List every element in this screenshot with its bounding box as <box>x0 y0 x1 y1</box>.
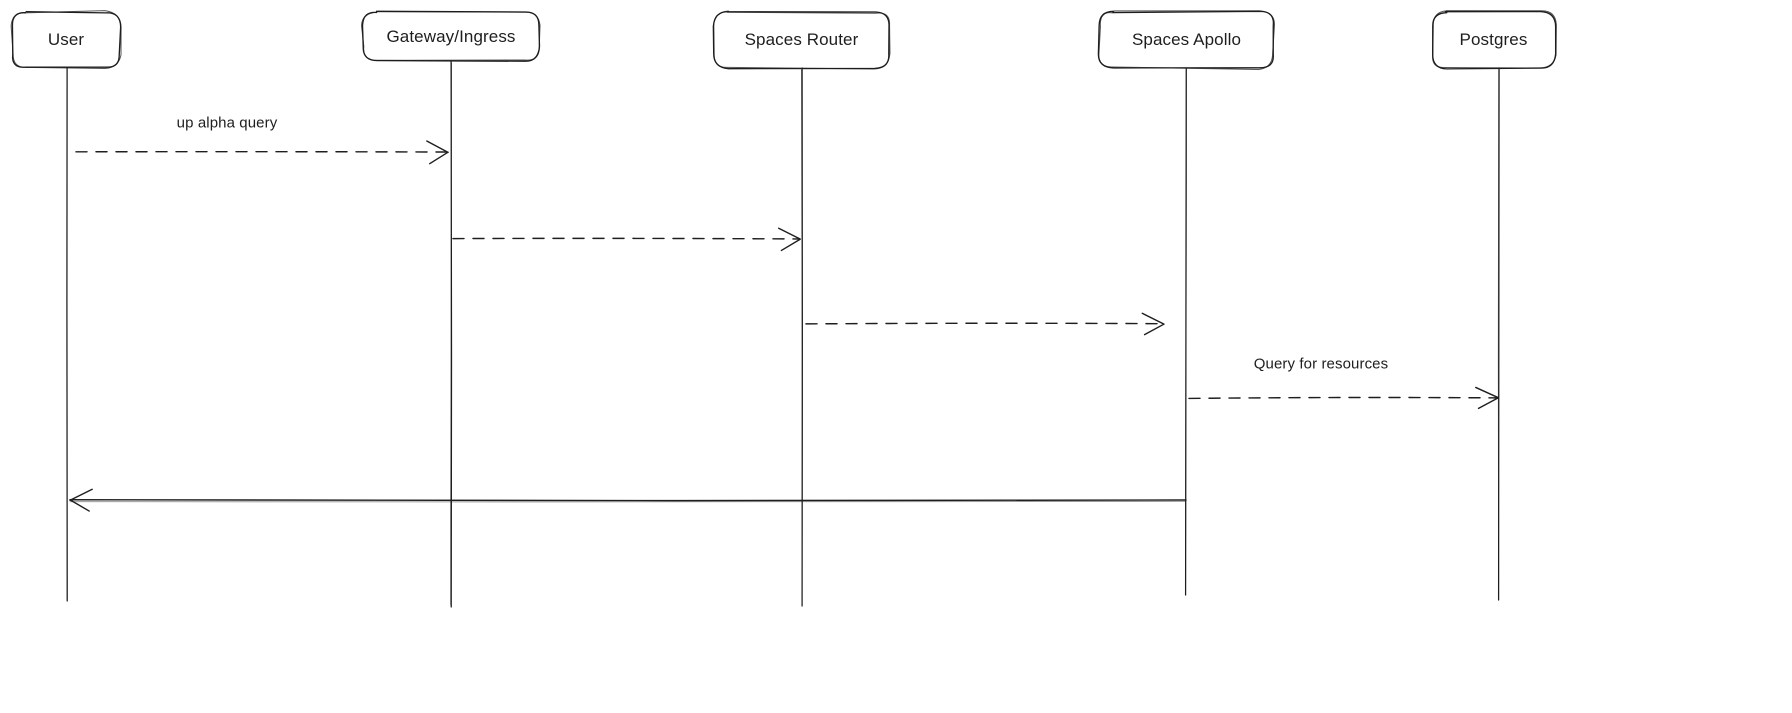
participant-boxes-layer <box>10 10 1557 70</box>
participant-box-spaces-apollo[interactable] <box>1097 10 1276 70</box>
lifelines-layer <box>66 60 1500 608</box>
message-label-1: up alpha query <box>176 114 278 132</box>
lifeline-spaces-router <box>801 67 803 607</box>
participant-box-user[interactable] <box>10 10 122 69</box>
participant-box-fill <box>363 12 539 61</box>
participant-box-gateway[interactable] <box>361 10 541 62</box>
message-arrow-4[interactable] <box>1188 386 1500 410</box>
message-arrow-5[interactable] <box>69 488 1187 512</box>
participant-box-fill <box>1432 12 1555 68</box>
participant-box-postgres[interactable] <box>1432 10 1557 70</box>
lifeline-gateway <box>450 60 453 608</box>
participant-box-fill <box>12 12 120 68</box>
lifeline-spaces-apollo <box>1184 67 1187 596</box>
participant-box-fill <box>714 12 889 68</box>
participant-box-fill <box>1099 12 1274 68</box>
lifeline-postgres <box>1497 67 1500 601</box>
participant-box-spaces-router[interactable] <box>712 10 891 70</box>
message-arrow-1[interactable] <box>75 140 449 165</box>
message-label-4: Query for resources <box>1253 355 1389 373</box>
message-arrow-2[interactable] <box>452 227 801 252</box>
message-arrows-layer <box>69 140 1500 512</box>
message-arrow-3[interactable] <box>805 312 1165 336</box>
